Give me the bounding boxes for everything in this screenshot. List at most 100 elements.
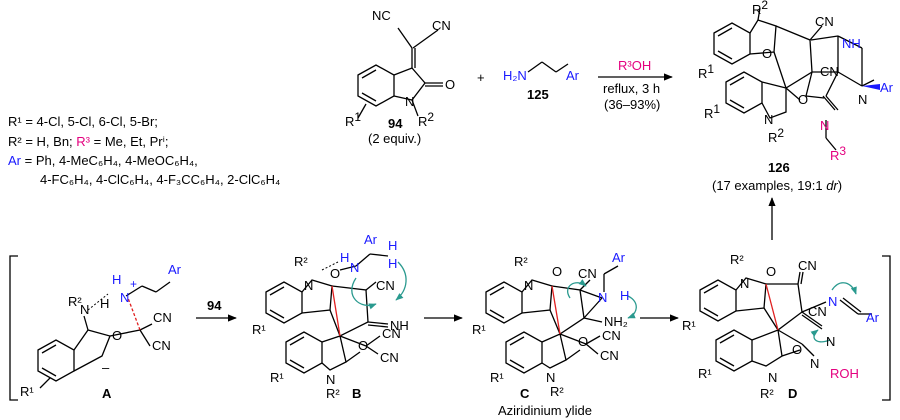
D-o: O [766, 264, 776, 279]
A-minus: – [102, 360, 110, 375]
C-r2b: R² [550, 384, 564, 399]
C-nplus: N [598, 290, 607, 305]
A-o: O [112, 328, 122, 343]
r94-equiv: (2 equiv.) [368, 131, 421, 146]
plus-sign: + [477, 70, 485, 85]
product-wedge-bond [862, 84, 880, 90]
p126-n3: N [820, 118, 829, 133]
B-r1b: R¹ [270, 370, 284, 385]
B-o2: O [358, 338, 368, 353]
p126-note: (17 examples, 19:1 dr) [712, 178, 842, 193]
p126-r1b: R1 [704, 102, 720, 121]
C-o: O [552, 264, 562, 279]
D-n: N [740, 276, 749, 291]
B-h: H [340, 250, 349, 265]
C-n: N [524, 278, 533, 293]
C-curved-arrow-1 [567, 279, 587, 299]
B-hbond [321, 261, 339, 271]
p126-nh: NH [842, 36, 861, 51]
conditions-line1: reflux, 3 h [603, 81, 660, 96]
D-label: D [788, 386, 797, 401]
A-cn1: CN [153, 310, 172, 325]
C-cn3: CN [602, 328, 621, 343]
r125-label: 125 [527, 87, 549, 102]
D-r2: R² [730, 252, 744, 267]
A-red-dashed-bond [127, 297, 141, 331]
p126-cn2: CN [820, 64, 839, 79]
conditions-reagent: R³OH [618, 58, 651, 73]
r94-label: 94 [388, 116, 403, 131]
C-curved-arrow-2 [627, 295, 637, 319]
A-r2: R² [68, 294, 82, 309]
r125-h2n: H₂N [503, 68, 527, 83]
B-ar: Ar [364, 232, 378, 247]
B-r2b: R² [326, 386, 340, 401]
r94-r1: R1 [345, 110, 361, 129]
r94-r2: R2 [418, 110, 434, 129]
B-nb: N [350, 260, 359, 275]
D-curved-arrow-1 [831, 282, 857, 295]
B-r2: R² [294, 254, 308, 269]
D-red-bond [765, 283, 779, 331]
arrow-A-B-reagent: 94 [207, 298, 222, 313]
r94-carbonyl-o: O [445, 77, 455, 92]
D-n2: N [826, 334, 835, 349]
C-label: C [520, 386, 530, 401]
p126-r2: R2 [752, 0, 768, 17]
C-r1b: R¹ [490, 370, 504, 385]
D-r1: R¹ [682, 318, 696, 333]
conditions-line2: (36–93%) [604, 97, 660, 112]
A-h2: H [112, 272, 121, 287]
B-n: N [304, 278, 313, 293]
A-ar: Ar [168, 262, 182, 277]
p126-r2b: R2 [768, 126, 784, 145]
B-h3: H [388, 256, 397, 271]
D-r2b: R² [760, 386, 774, 401]
mechanism-brackets [9, 255, 891, 401]
C-caption: Aziridinium ylide [498, 403, 592, 418]
D-cn3: N [810, 356, 819, 371]
B-o: O [330, 266, 340, 281]
B-cn1: CN [376, 278, 395, 293]
D-n-imine: N [828, 294, 837, 309]
D-r1b: R¹ [698, 366, 712, 381]
reactant-94-structure [357, 27, 443, 119]
A-hbond-1 [87, 293, 109, 311]
p126-n1: N [858, 92, 867, 107]
B-cn2: CN [380, 350, 399, 365]
intermediate-B-structure [265, 253, 389, 374]
intermediate-C-structure [485, 265, 619, 374]
p126-ar: Ar [880, 80, 894, 95]
A-h1: H [100, 296, 109, 311]
B-red-bond [331, 285, 341, 337]
C-nh2: NH₂ [604, 314, 628, 329]
D-o2: O [792, 342, 802, 357]
A-r1: R¹ [20, 384, 34, 399]
D-roh: ROH [830, 366, 859, 381]
A-cn2: CN [152, 338, 171, 353]
p126-r1: R1 [698, 62, 714, 81]
B-r1: R¹ [252, 322, 266, 337]
p126-o2: O [798, 92, 808, 107]
p126-n2: N [764, 112, 773, 127]
intermediate-D-structure [699, 271, 872, 372]
p126-label: 126 [768, 160, 790, 175]
B-curved-arrow-2 [395, 261, 407, 301]
subst-line1: R¹ = 4-Cl, 5-Cl, 6-Cl, 5-Br; [8, 114, 158, 129]
C-cn1: CN [578, 266, 597, 281]
D-ar: Ar [866, 310, 880, 325]
product-126-structure [713, 7, 875, 151]
B-curved-arrow-1 [351, 277, 377, 310]
p126-o1: O [762, 46, 772, 61]
p126-r3: R3 [830, 144, 846, 163]
B-label: B [352, 386, 361, 401]
C-n2: N [546, 370, 555, 385]
D-n3: N [768, 370, 777, 385]
C-r1: R¹ [472, 322, 486, 337]
reactant-125-structure [527, 61, 569, 73]
C-cn2: CN [600, 348, 619, 363]
B-cn3: CN [382, 326, 401, 341]
D-cn1: CN [798, 258, 817, 273]
subst-line3: Ar = Ph, 4-MeC₆H₄, 4-MeOC₆H₄, [8, 153, 198, 168]
